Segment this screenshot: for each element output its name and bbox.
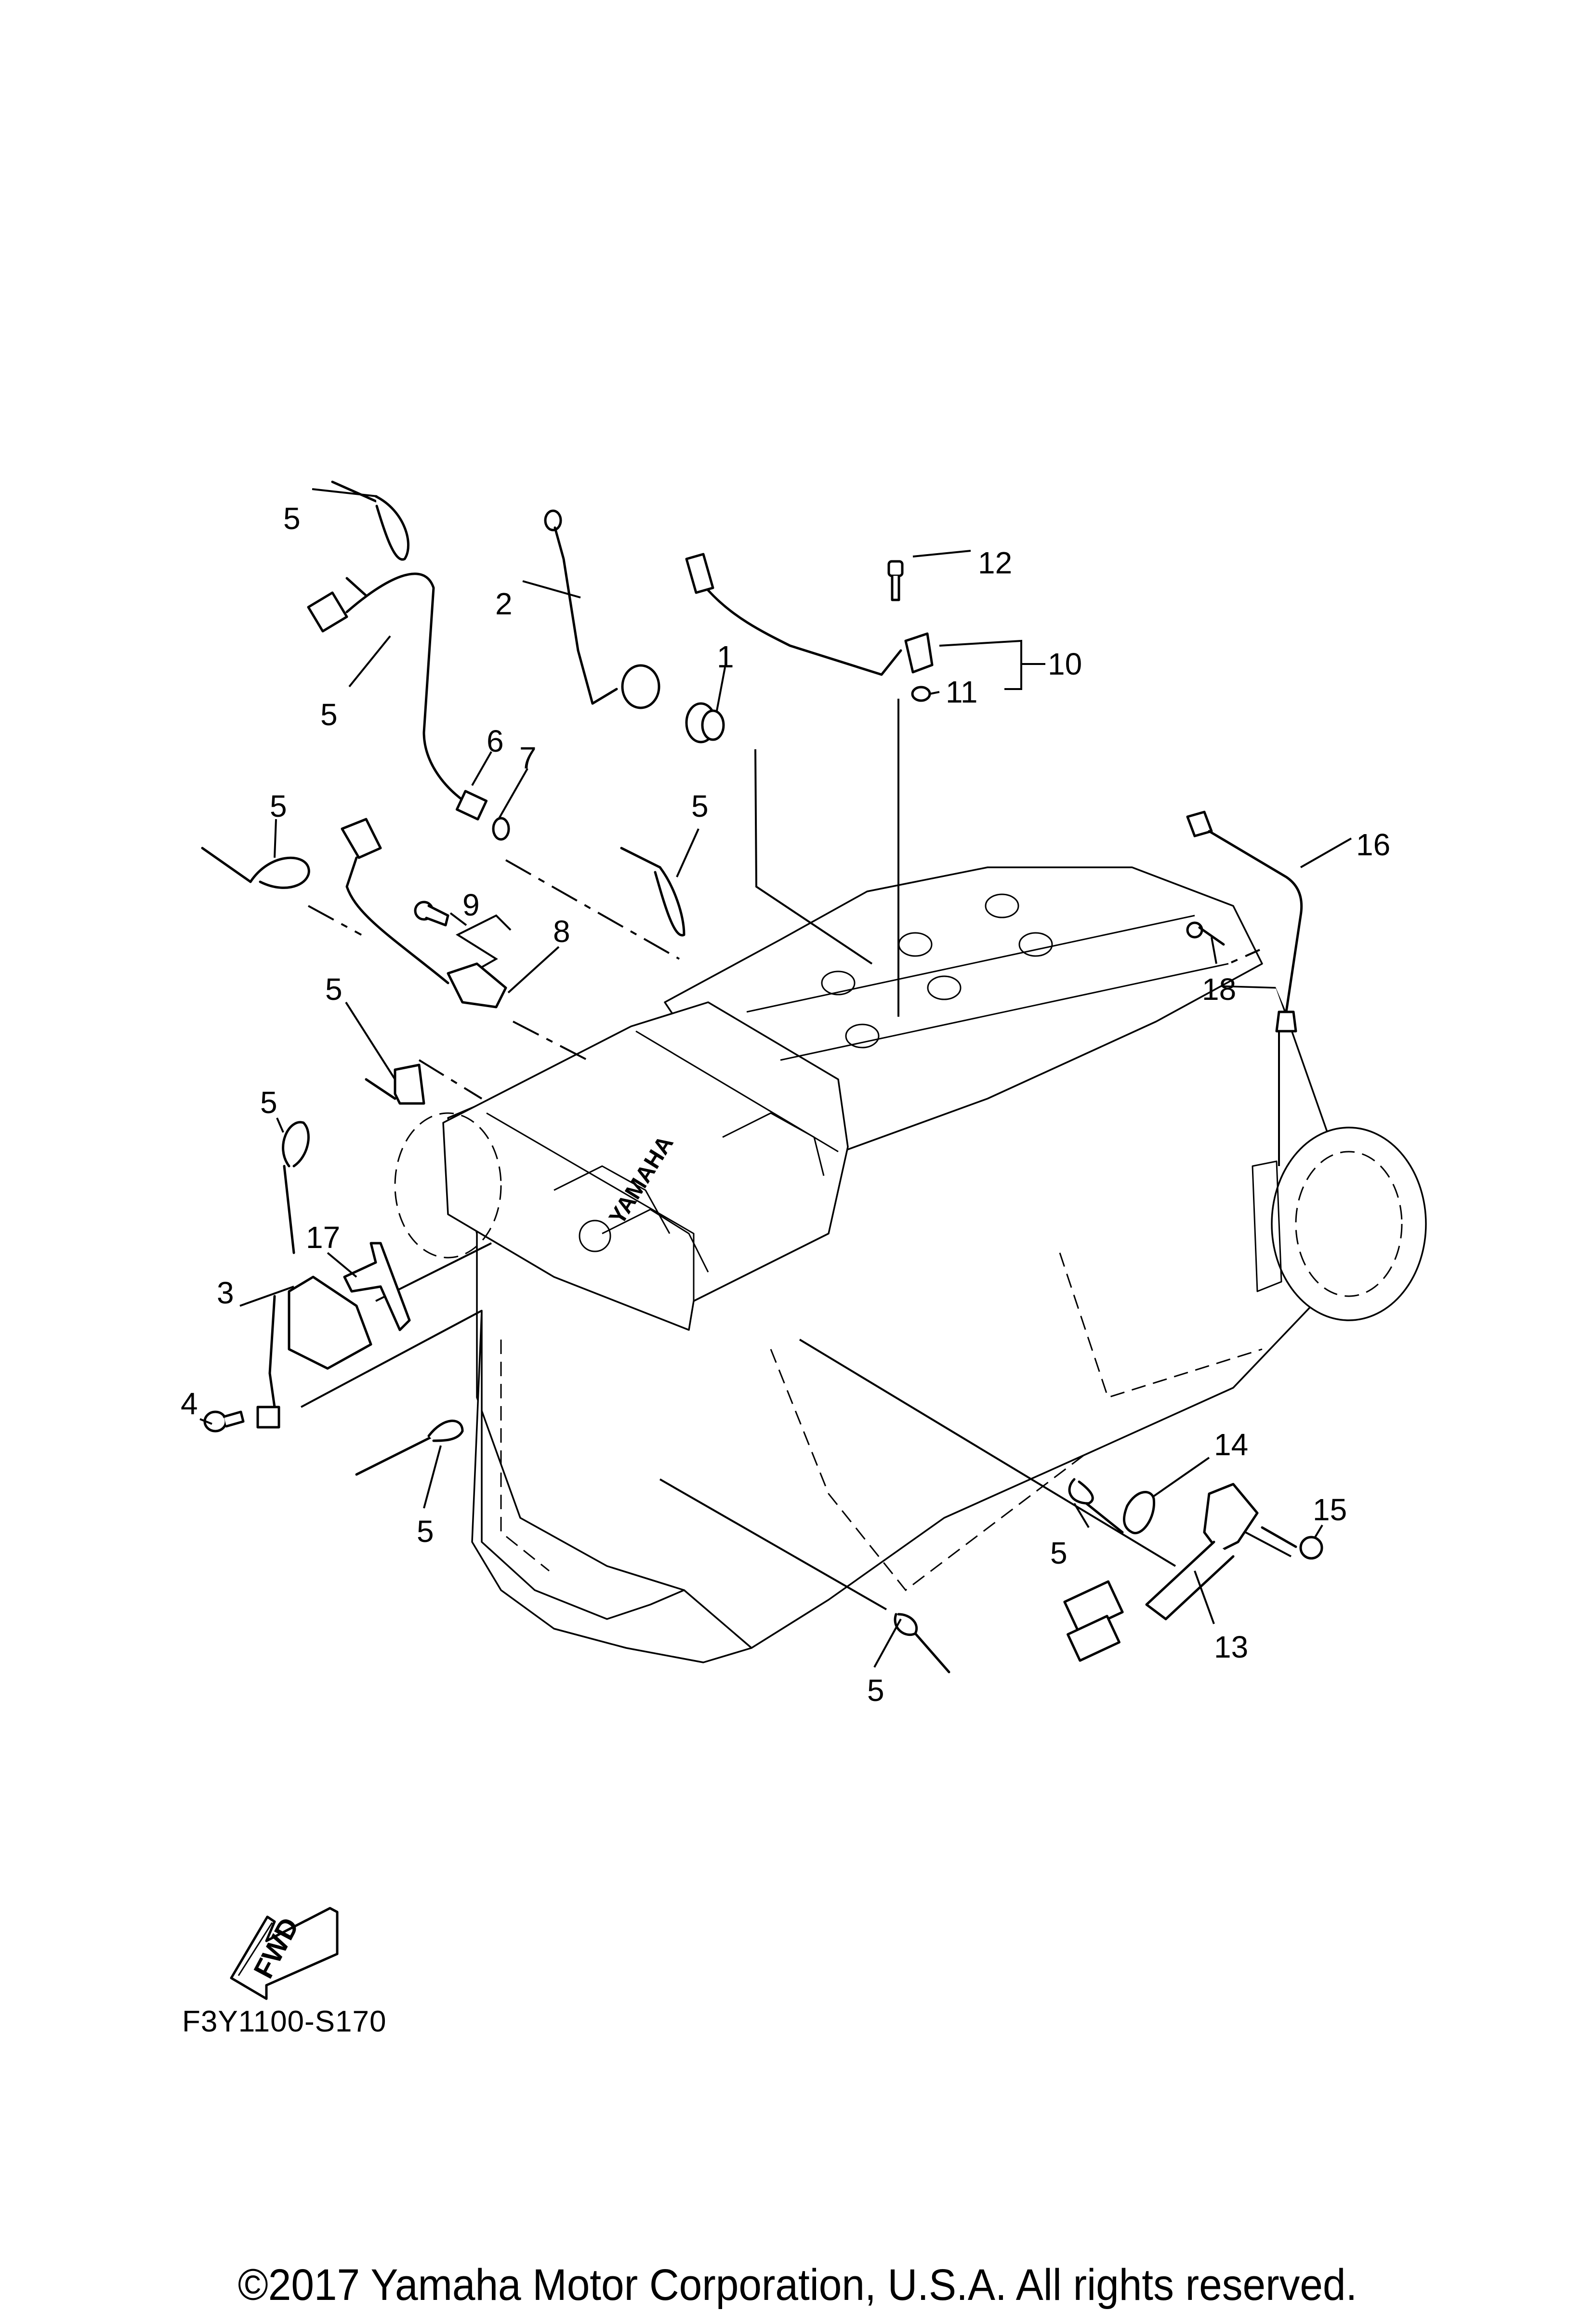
bolt-15 bbox=[1261, 1526, 1323, 1560]
gasket bbox=[492, 817, 510, 841]
bracket bbox=[343, 1242, 411, 1331]
cam-position-sensor bbox=[341, 818, 507, 1009]
callout-11: 11 bbox=[946, 675, 977, 709]
left-pulley-hidden bbox=[394, 1112, 502, 1259]
callout-12: 12 bbox=[978, 545, 1012, 580]
threaded-sensor bbox=[685, 702, 725, 744]
callout-5: 5 bbox=[270, 789, 287, 823]
cable-tie-9 bbox=[894, 1613, 950, 1673]
callout-8: 8 bbox=[553, 914, 570, 949]
callout-5: 5 bbox=[325, 972, 343, 1007]
screw-4 bbox=[203, 1410, 245, 1433]
cable-tie-1 bbox=[331, 480, 409, 561]
engine-assembly: YAMAHA bbox=[394, 866, 1427, 1663]
temperature-sensor-lead bbox=[1186, 810, 1303, 1033]
cylinder-head-details bbox=[746, 893, 1229, 1061]
callout-2: 2 bbox=[495, 586, 513, 621]
pressure-sensor-lead bbox=[307, 572, 488, 821]
callout-5: 5 bbox=[867, 1673, 884, 1708]
assembly-lines bbox=[301, 699, 1292, 1610]
intake-cover bbox=[442, 1001, 849, 1331]
callout-9: 9 bbox=[462, 888, 480, 922]
callout-leaders bbox=[199, 488, 1352, 1668]
flywheel-housing bbox=[1252, 1127, 1427, 1321]
cable-tie-7 bbox=[355, 1420, 464, 1476]
callout-13: 13 bbox=[1214, 1630, 1248, 1664]
sensor-assembly bbox=[685, 553, 934, 676]
cable-tie-5 bbox=[365, 1063, 425, 1105]
callout-5: 5 bbox=[691, 789, 709, 823]
oil-pan bbox=[471, 1310, 752, 1663]
callout-14: 14 bbox=[1214, 1427, 1248, 1462]
callout-7: 7 bbox=[519, 741, 537, 775]
sensor-with-harness bbox=[1063, 1483, 1259, 1662]
diagram-code: F3Y1100-S170 bbox=[182, 2005, 387, 2038]
o-ring-14 bbox=[1122, 1491, 1156, 1535]
callout-4: 4 bbox=[181, 1386, 198, 1421]
callout-5: 5 bbox=[417, 1514, 434, 1549]
cable-tie-8 bbox=[1068, 1478, 1124, 1534]
callout-5: 5 bbox=[260, 1085, 277, 1120]
cable-tie-3 bbox=[201, 847, 310, 889]
bolt-12 bbox=[887, 560, 904, 601]
callout-16: 16 bbox=[1356, 827, 1390, 862]
bolt-9 bbox=[414, 901, 449, 927]
callout-10: 10 bbox=[1048, 647, 1082, 681]
forward-direction-arrow: FWD bbox=[230, 1907, 339, 2000]
callout-15: 15 bbox=[1313, 1492, 1347, 1527]
callout-17: 17 bbox=[306, 1220, 340, 1255]
sensor-with-lead bbox=[544, 509, 660, 709]
o-ring-11 bbox=[911, 686, 931, 702]
callout-3: 3 bbox=[217, 1275, 234, 1310]
holder-clamp bbox=[1186, 921, 1225, 946]
callout-18: 18 bbox=[1202, 972, 1236, 1007]
cable-tie-6 bbox=[282, 1121, 310, 1254]
yamaha-emblem-icon bbox=[579, 1220, 611, 1252]
cable-tie-4 bbox=[620, 847, 685, 937]
coil-unit bbox=[256, 1275, 372, 1429]
callout-5: 5 bbox=[283, 501, 301, 536]
callout-5: 5 bbox=[320, 697, 338, 732]
callout-numbers: 5 5 2 1 12 10 11 6 7 5 5 16 18 9 8 5 5 1… bbox=[181, 501, 1390, 1708]
callout-5: 5 bbox=[1050, 1536, 1068, 1570]
callout-6: 6 bbox=[487, 724, 504, 758]
callout-1: 1 bbox=[717, 639, 734, 674]
copyright-notice: ©2017 Yamaha Motor Corporation, U.S.A. A… bbox=[237, 2260, 1358, 2310]
